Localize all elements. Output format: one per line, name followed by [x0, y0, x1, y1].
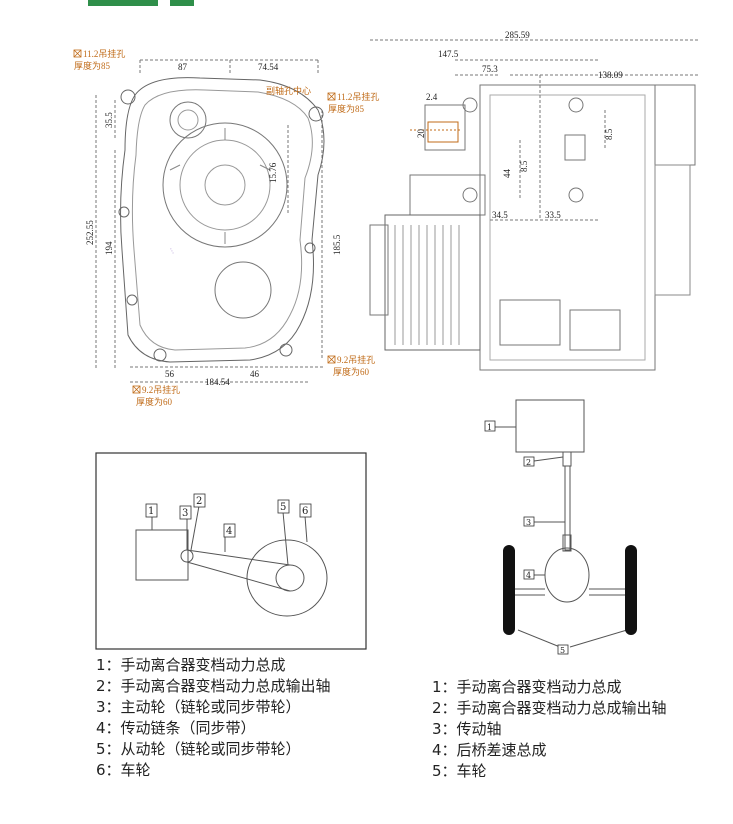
dim-25255: 252.55	[85, 220, 95, 245]
gearbox-block	[135, 529, 189, 581]
dim-345: 34.5	[492, 210, 508, 220]
callout-4: 4	[226, 526, 232, 537]
dim-18454: 184.54	[205, 377, 230, 387]
hole-label-br: 9.2吊挂孔	[337, 354, 375, 365]
hole-thickness-tr: 厚度为85	[328, 103, 365, 114]
callout-4: 4	[526, 571, 531, 580]
watermark: …	[168, 245, 178, 255]
driven-sprocket	[275, 564, 305, 592]
dim-87: 87	[178, 62, 188, 72]
dim-56: 56	[165, 369, 175, 379]
callout-5: 5	[560, 646, 565, 655]
dim-46: 46	[250, 369, 260, 379]
chain-drive-diagram: 1 2 3 4 5 6	[95, 452, 367, 650]
wheel-left	[503, 545, 515, 635]
dim-194: 194	[104, 241, 114, 255]
callout-3: 3	[526, 518, 531, 527]
sub-shaft-label: 副轴孔中心	[266, 85, 311, 96]
dim-44: 44	[502, 169, 512, 179]
drive-sprocket	[180, 549, 194, 563]
dim-20: 20	[416, 129, 426, 139]
callout-3: 3	[182, 508, 188, 519]
chain-lower	[186, 561, 291, 592]
dim-7454: 74.54	[258, 62, 279, 72]
header-fragment	[88, 0, 158, 6]
drive-shaft	[564, 465, 571, 551]
callout-2: 2	[526, 458, 531, 467]
dim-335: 33.5	[545, 210, 561, 220]
legend-item: 5：车轮	[432, 762, 487, 780]
legend-item: 2：手动离合器变档动力总成输出轴	[96, 677, 331, 695]
engine-drawing: … 11.2吊挂孔 厚度为85 副轴孔中心 11.2吊挂孔 厚度为85 9.2吊…	[73, 30, 700, 407]
dim-13809: 138.09	[598, 70, 623, 80]
legend-item: 4：传动链条（同步带）	[96, 719, 256, 737]
gearbox-block	[515, 399, 585, 453]
callout-6: 6	[302, 506, 308, 517]
header-fragment-2	[170, 0, 194, 6]
hole-label-bl: 9.2吊挂孔	[142, 384, 180, 395]
wheel	[246, 539, 328, 617]
dim-1576: 15.76	[268, 162, 278, 183]
dim-28559: 285.59	[505, 30, 530, 40]
hole-label-tr: 11.2吊挂孔	[337, 91, 379, 102]
legend-item: 1：手动离合器变档动力总成	[96, 656, 286, 674]
output-shaft	[562, 451, 572, 467]
dim-355: 35.5	[104, 112, 114, 128]
hole-thickness-bl: 厚度为60	[136, 396, 173, 407]
legend-item: 6：车轮	[96, 761, 151, 779]
hole-thickness-tl: 厚度为85	[74, 60, 111, 71]
callout-5: 5	[280, 502, 286, 513]
rear-axle-differential	[544, 547, 590, 603]
legend-item: 5：从动轮（链轮或同步带轮）	[96, 740, 301, 758]
dim-753: 75.3	[482, 64, 498, 74]
legend-shaft-drive: 1：手动离合器变档动力总成 2：手动离合器变档动力总成输出轴 3：传动轴 4：后…	[432, 677, 667, 782]
hole-label-tl: 11.2吊挂孔	[83, 48, 125, 59]
diagram-frame	[95, 452, 367, 650]
legend-item: 4：后桥差速总成	[432, 741, 547, 759]
legend-item: 3：传动轴	[432, 720, 502, 738]
legend-chain-drive: 1：手动离合器变档动力总成 2：手动离合器变档动力总成输出轴 3：主动轮（链轮或…	[96, 655, 331, 781]
legend-item: 3：主动轮（链轮或同步带轮）	[96, 698, 301, 716]
callout-1: 1	[148, 506, 154, 517]
callout-2: 2	[196, 496, 202, 507]
wheel-right	[625, 545, 637, 635]
callout-1: 1	[487, 423, 492, 432]
dim-85b: 8.5	[519, 160, 529, 172]
dim-85a: 8.5	[604, 128, 614, 140]
dim-1475: 147.5	[438, 49, 459, 59]
legend-item: 1：手动离合器变档动力总成	[432, 678, 622, 696]
chain-upper	[186, 549, 291, 566]
dim-24: 2.4	[426, 92, 438, 102]
legend-item: 2：手动离合器变档动力总成输出轴	[432, 699, 667, 717]
shaft-drive-diagram: 1 2 3 4 5	[484, 399, 637, 655]
hole-thickness-br: 厚度为60	[333, 366, 370, 377]
dim-1855: 185.5	[332, 234, 342, 255]
